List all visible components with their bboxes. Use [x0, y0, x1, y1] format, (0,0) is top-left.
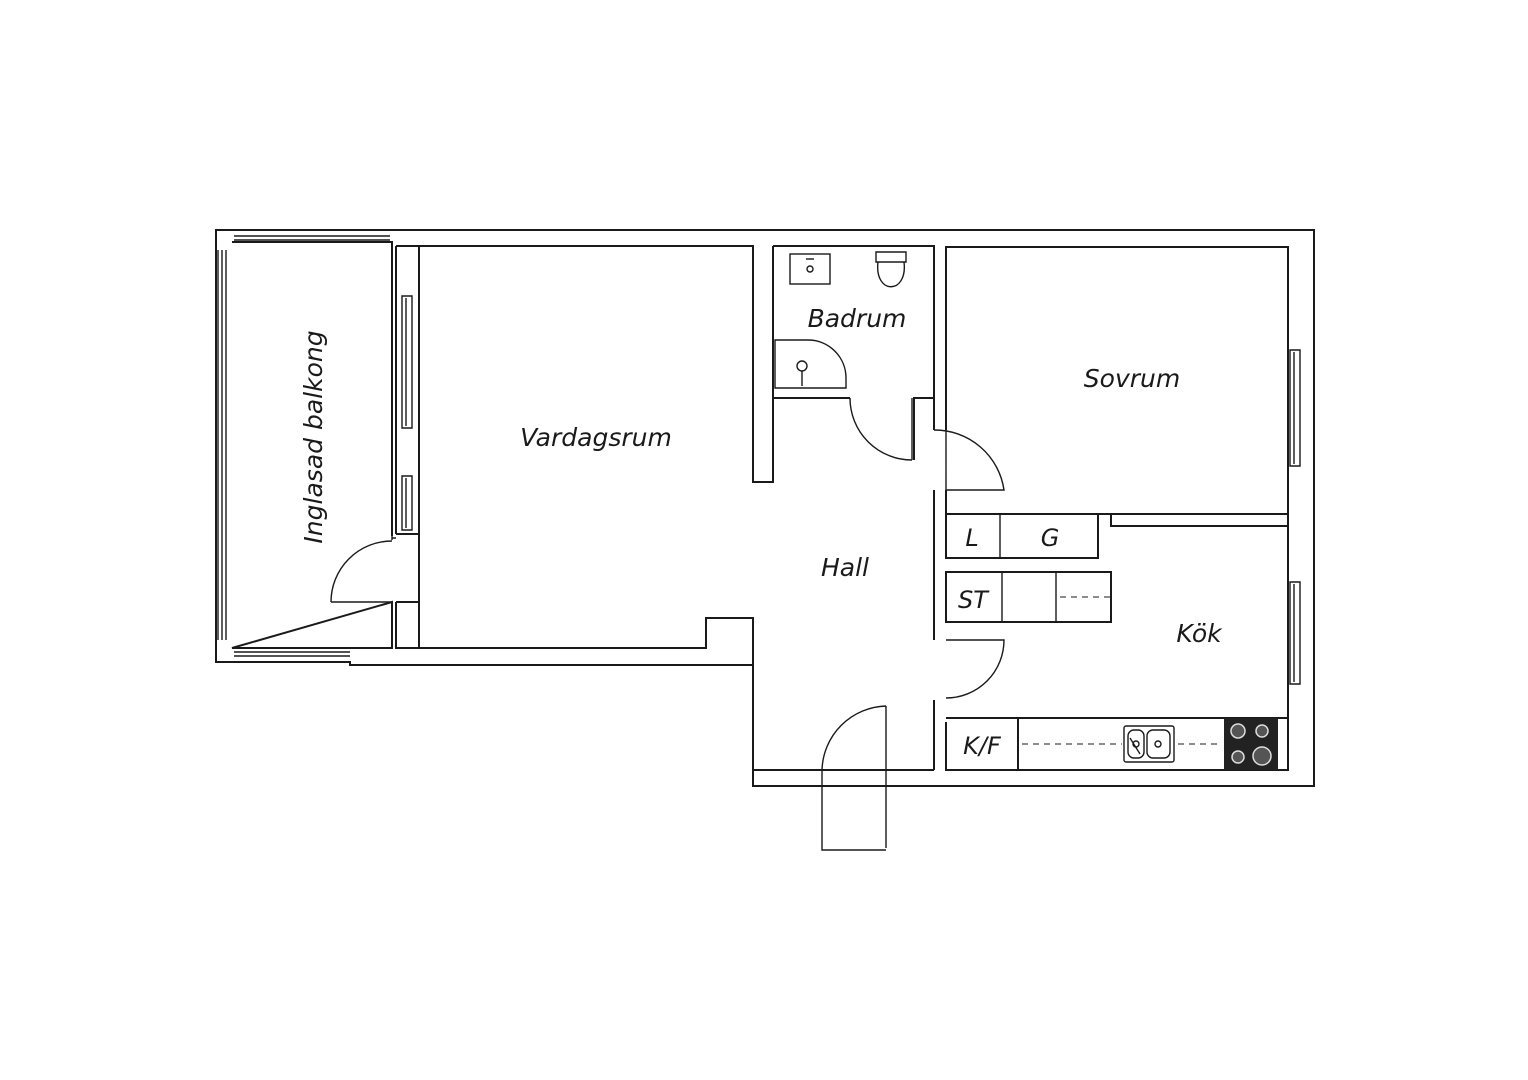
- room-label-balcony: Inglasad balkong: [299, 330, 328, 543]
- storage-label-linen: L: [965, 524, 978, 552]
- kitchen: [946, 581, 1301, 770]
- balcony: [217, 235, 396, 657]
- door-icon: [849, 397, 913, 461]
- stove-icon: [1224, 718, 1278, 770]
- kitchen-sink-icon: [1123, 725, 1175, 763]
- outer-walls: [215, 229, 1315, 787]
- room-label-hall: Hall: [821, 553, 869, 582]
- bathroom: [773, 245, 935, 461]
- storage-label-closet: ST: [958, 586, 990, 614]
- window-icon: [401, 295, 413, 429]
- door-icon: [330, 537, 396, 603]
- living-room: [395, 245, 774, 771]
- door-icon: [821, 705, 887, 851]
- door-icon: [933, 429, 1005, 491]
- bedroom: [946, 349, 1301, 515]
- room-label-bath: Badrum: [808, 304, 907, 333]
- hall: [821, 398, 1005, 851]
- room-label-bedroom: Sovrum: [1084, 364, 1180, 393]
- toilet-icon: [875, 251, 907, 288]
- window-icon: [234, 235, 390, 241]
- storage-label-wardrobe: G: [1041, 524, 1060, 552]
- window-icon: [1289, 581, 1301, 685]
- sink-icon: [789, 253, 831, 285]
- room-label-living: Vardagsrum: [520, 423, 672, 452]
- shower-icon: [774, 339, 847, 389]
- storage: [945, 490, 1112, 623]
- window-icon: [1289, 349, 1301, 467]
- storage-label-fridge: K/F: [963, 732, 1002, 760]
- room-label-kitchen: Kök: [1176, 619, 1223, 648]
- door-icon: [945, 639, 1005, 699]
